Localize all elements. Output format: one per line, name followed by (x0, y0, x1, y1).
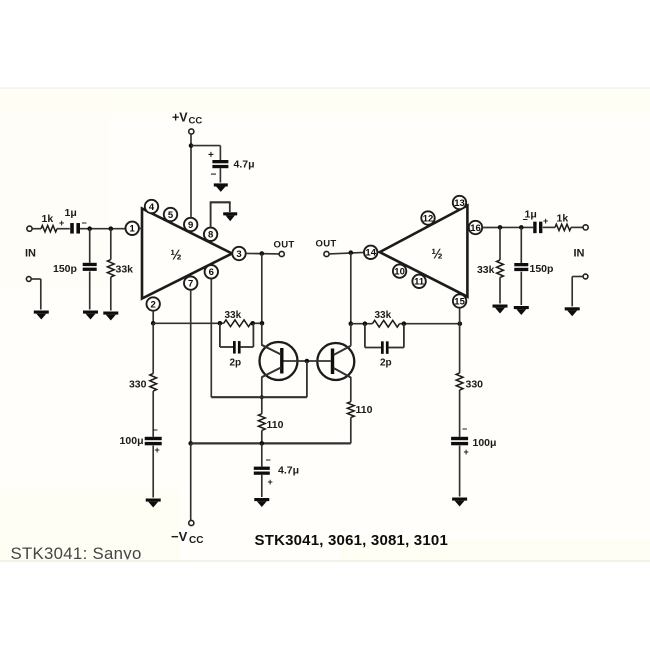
svg-text:1k: 1k (42, 213, 54, 225)
svg-text:33k: 33k (375, 310, 392, 321)
svg-text:IN: IN (574, 248, 585, 260)
svg-text:33k: 33k (477, 264, 495, 276)
svg-text:100μ: 100μ (473, 437, 497, 449)
svg-text:2p: 2p (230, 358, 242, 369)
svg-text:OUT: OUT (274, 240, 295, 251)
svg-text:2: 2 (151, 299, 156, 310)
svg-text:15: 15 (454, 296, 465, 307)
svg-text:1k: 1k (557, 213, 569, 225)
svg-text:−: − (266, 455, 271, 465)
svg-text:½: ½ (431, 247, 442, 262)
svg-text:4.7μ: 4.7μ (278, 465, 299, 477)
svg-text:13: 13 (454, 198, 465, 209)
svg-text:7: 7 (188, 279, 193, 290)
svg-text:STK3041: Sanyo: STK3041: Sanyo (11, 544, 142, 563)
svg-text:33k: 33k (225, 310, 242, 321)
svg-text:1μ: 1μ (525, 209, 537, 221)
svg-text:+: + (155, 445, 160, 455)
svg-text:1μ: 1μ (65, 207, 77, 219)
svg-text:−: − (82, 218, 87, 228)
svg-text:CC: CC (189, 535, 203, 546)
svg-text:4.7μ: 4.7μ (234, 159, 255, 171)
svg-text:1: 1 (130, 224, 136, 235)
svg-text:CC: CC (189, 116, 203, 127)
svg-text:110: 110 (356, 404, 373, 416)
svg-text:+: + (268, 477, 273, 487)
svg-text:11: 11 (414, 277, 425, 288)
svg-text:+V: +V (172, 111, 188, 125)
svg-text:110: 110 (267, 419, 284, 431)
svg-text:−: − (462, 424, 467, 434)
svg-text:14: 14 (365, 248, 376, 259)
svg-text:16: 16 (470, 223, 481, 234)
svg-text:−: − (211, 170, 217, 181)
svg-text:150p: 150p (530, 263, 554, 275)
svg-text:STK3041, 3061, 3081, 3101: STK3041, 3061, 3081, 3101 (255, 532, 448, 549)
svg-text:3: 3 (236, 249, 241, 260)
svg-text:IN: IN (25, 248, 36, 260)
svg-text:−V: −V (171, 529, 188, 544)
svg-text:8: 8 (208, 230, 213, 241)
svg-text:2p: 2p (380, 358, 392, 369)
svg-text:100μ: 100μ (120, 435, 144, 447)
svg-text:9: 9 (188, 220, 193, 231)
svg-text:+: + (59, 218, 64, 228)
svg-text:−: − (153, 425, 158, 435)
svg-text:10: 10 (394, 267, 405, 278)
svg-text:+: + (543, 216, 548, 226)
svg-text:½: ½ (170, 248, 181, 263)
svg-text:4: 4 (149, 202, 155, 213)
svg-text:+: + (464, 447, 469, 457)
svg-text:150p: 150p (53, 263, 77, 275)
svg-text:5: 5 (168, 210, 174, 221)
svg-text:12: 12 (423, 213, 434, 224)
svg-text:33k: 33k (116, 264, 134, 276)
svg-text:+: + (208, 150, 214, 161)
svg-text:330: 330 (466, 379, 484, 391)
svg-text:330: 330 (129, 379, 147, 391)
svg-text:−: − (523, 215, 528, 225)
svg-text:OUT: OUT (316, 239, 337, 250)
svg-text:6: 6 (209, 267, 214, 278)
